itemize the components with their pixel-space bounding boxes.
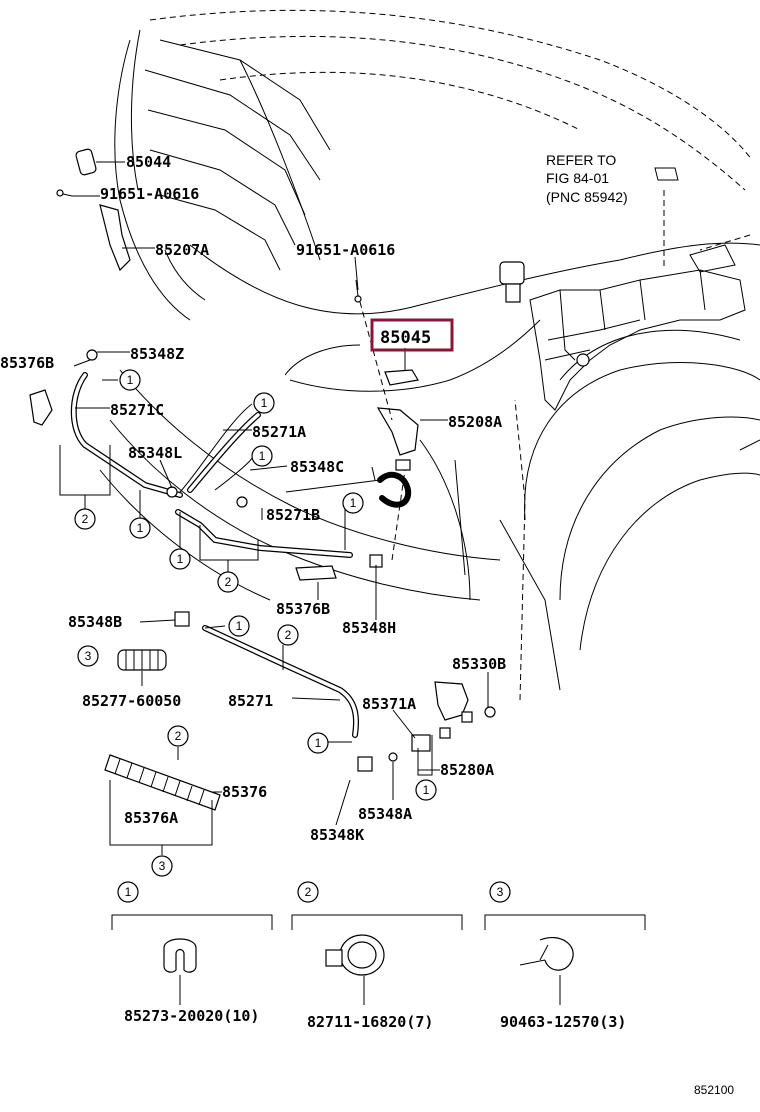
callout-2: 2 <box>277 624 299 646</box>
callout-3: 3 <box>77 645 99 667</box>
svg-text:1: 1 <box>315 736 322 750</box>
label-85348l: 85348L <box>128 444 182 462</box>
label-85376b-left: 85376B <box>0 354 54 372</box>
label-85376: 85376 <box>222 783 267 801</box>
callout-3: 3 <box>151 855 173 877</box>
label-85271: 85271 <box>228 692 273 710</box>
label-85271a: 85271A <box>252 423 306 441</box>
svg-text:3: 3 <box>497 885 504 899</box>
callout-1: 1 <box>228 615 250 637</box>
label-85271c: 85271C <box>110 401 164 419</box>
callout-1: 1 <box>307 732 329 754</box>
label-91651-a0616-left: 91651-A0616 <box>100 185 199 203</box>
callout-2: 2 <box>74 508 96 530</box>
label-85348z: 85348Z <box>130 345 184 363</box>
label-85277-60050: 85277-60050 <box>82 692 181 710</box>
label-85348h: 85348H <box>342 619 396 637</box>
svg-text:1: 1 <box>177 552 184 566</box>
callout-1: 1 <box>253 392 275 414</box>
label-85044: 85044 <box>126 153 171 171</box>
svg-text:1: 1 <box>350 496 357 510</box>
label-85208a: 85208A <box>448 413 502 431</box>
legend-item-1: 1 85273-20020(10) <box>111 881 273 1025</box>
callout-circles: 1 1 1 1 2 1 1 2 1 2 3 1 2 1 3 <box>74 369 437 877</box>
label-85348b: 85348B <box>68 613 122 631</box>
svg-text:2: 2 <box>285 628 292 642</box>
legend-label-3: 90463-12570(3) <box>500 1013 626 1031</box>
svg-text:3: 3 <box>85 649 92 663</box>
legend-label-2: 82711-16820(7) <box>307 1013 433 1031</box>
label-85207a: 85207A <box>155 241 209 259</box>
svg-text:1: 1 <box>259 449 266 463</box>
callout-2: 2 <box>217 571 239 593</box>
legend-item-2: 2 82711-16820(7) <box>291 881 463 1031</box>
svg-text:1: 1 <box>125 885 132 899</box>
callout-1: 1 <box>342 492 364 514</box>
label-85376a: 85376A <box>124 809 178 827</box>
label-85330b: 85330B <box>452 655 506 673</box>
svg-text:1: 1 <box>236 619 243 633</box>
refer-note: REFER TO FIG 84-01 (PNC 85942) <box>546 152 628 205</box>
washer-hoses <box>70 372 412 738</box>
callout-2: 2 <box>167 725 189 747</box>
figure-code: 852100 <box>694 1083 734 1097</box>
label-91651-a0616-right: 91651-A0616 <box>296 241 395 259</box>
label-85348c: 85348C <box>290 458 344 476</box>
legend-item-3: 3 90463-12570(3) <box>484 881 646 1031</box>
svg-text:1: 1 <box>127 373 134 387</box>
svg-text:1: 1 <box>137 521 144 535</box>
label-85348a: 85348A <box>358 805 412 823</box>
label-85371a: 85371A <box>362 695 416 713</box>
callout-1: 1 <box>169 548 191 570</box>
clamp-legend: 1 85273-20020(10) 2 82711-16820(7) 3 904… <box>111 881 646 1031</box>
svg-text:3: 3 <box>159 859 166 873</box>
callout-1: 1 <box>119 369 141 391</box>
svg-text:1: 1 <box>423 783 430 797</box>
svg-text:2: 2 <box>82 512 89 526</box>
refer-line-1: REFER TO <box>546 152 616 168</box>
legend-label-1: 85273-20020(10) <box>124 1007 259 1025</box>
label-85271b: 85271B <box>266 506 320 524</box>
label-85045: 85045 <box>380 328 431 348</box>
svg-text:2: 2 <box>175 729 182 743</box>
label-85376b-mid: 85376B <box>276 600 330 618</box>
callout-1: 1 <box>415 779 437 801</box>
parts <box>29 148 679 811</box>
callout-1: 1 <box>129 517 151 539</box>
label-85280a: 85280A <box>440 761 494 779</box>
svg-text:2: 2 <box>305 885 312 899</box>
svg-text:2: 2 <box>225 575 232 589</box>
refer-line-3: (PNC 85942) <box>546 189 628 205</box>
highlight-box <box>370 318 454 352</box>
dashed-leaders <box>359 190 665 701</box>
refer-line-2: FIG 84-01 <box>546 170 609 186</box>
callout-1: 1 <box>251 445 273 467</box>
svg-text:1: 1 <box>261 396 268 410</box>
label-85348k: 85348K <box>310 826 364 844</box>
part-labels: 85044 91651-A0616 85207A 91651-A0616 850… <box>0 153 506 844</box>
leader-lines <box>59 161 489 855</box>
